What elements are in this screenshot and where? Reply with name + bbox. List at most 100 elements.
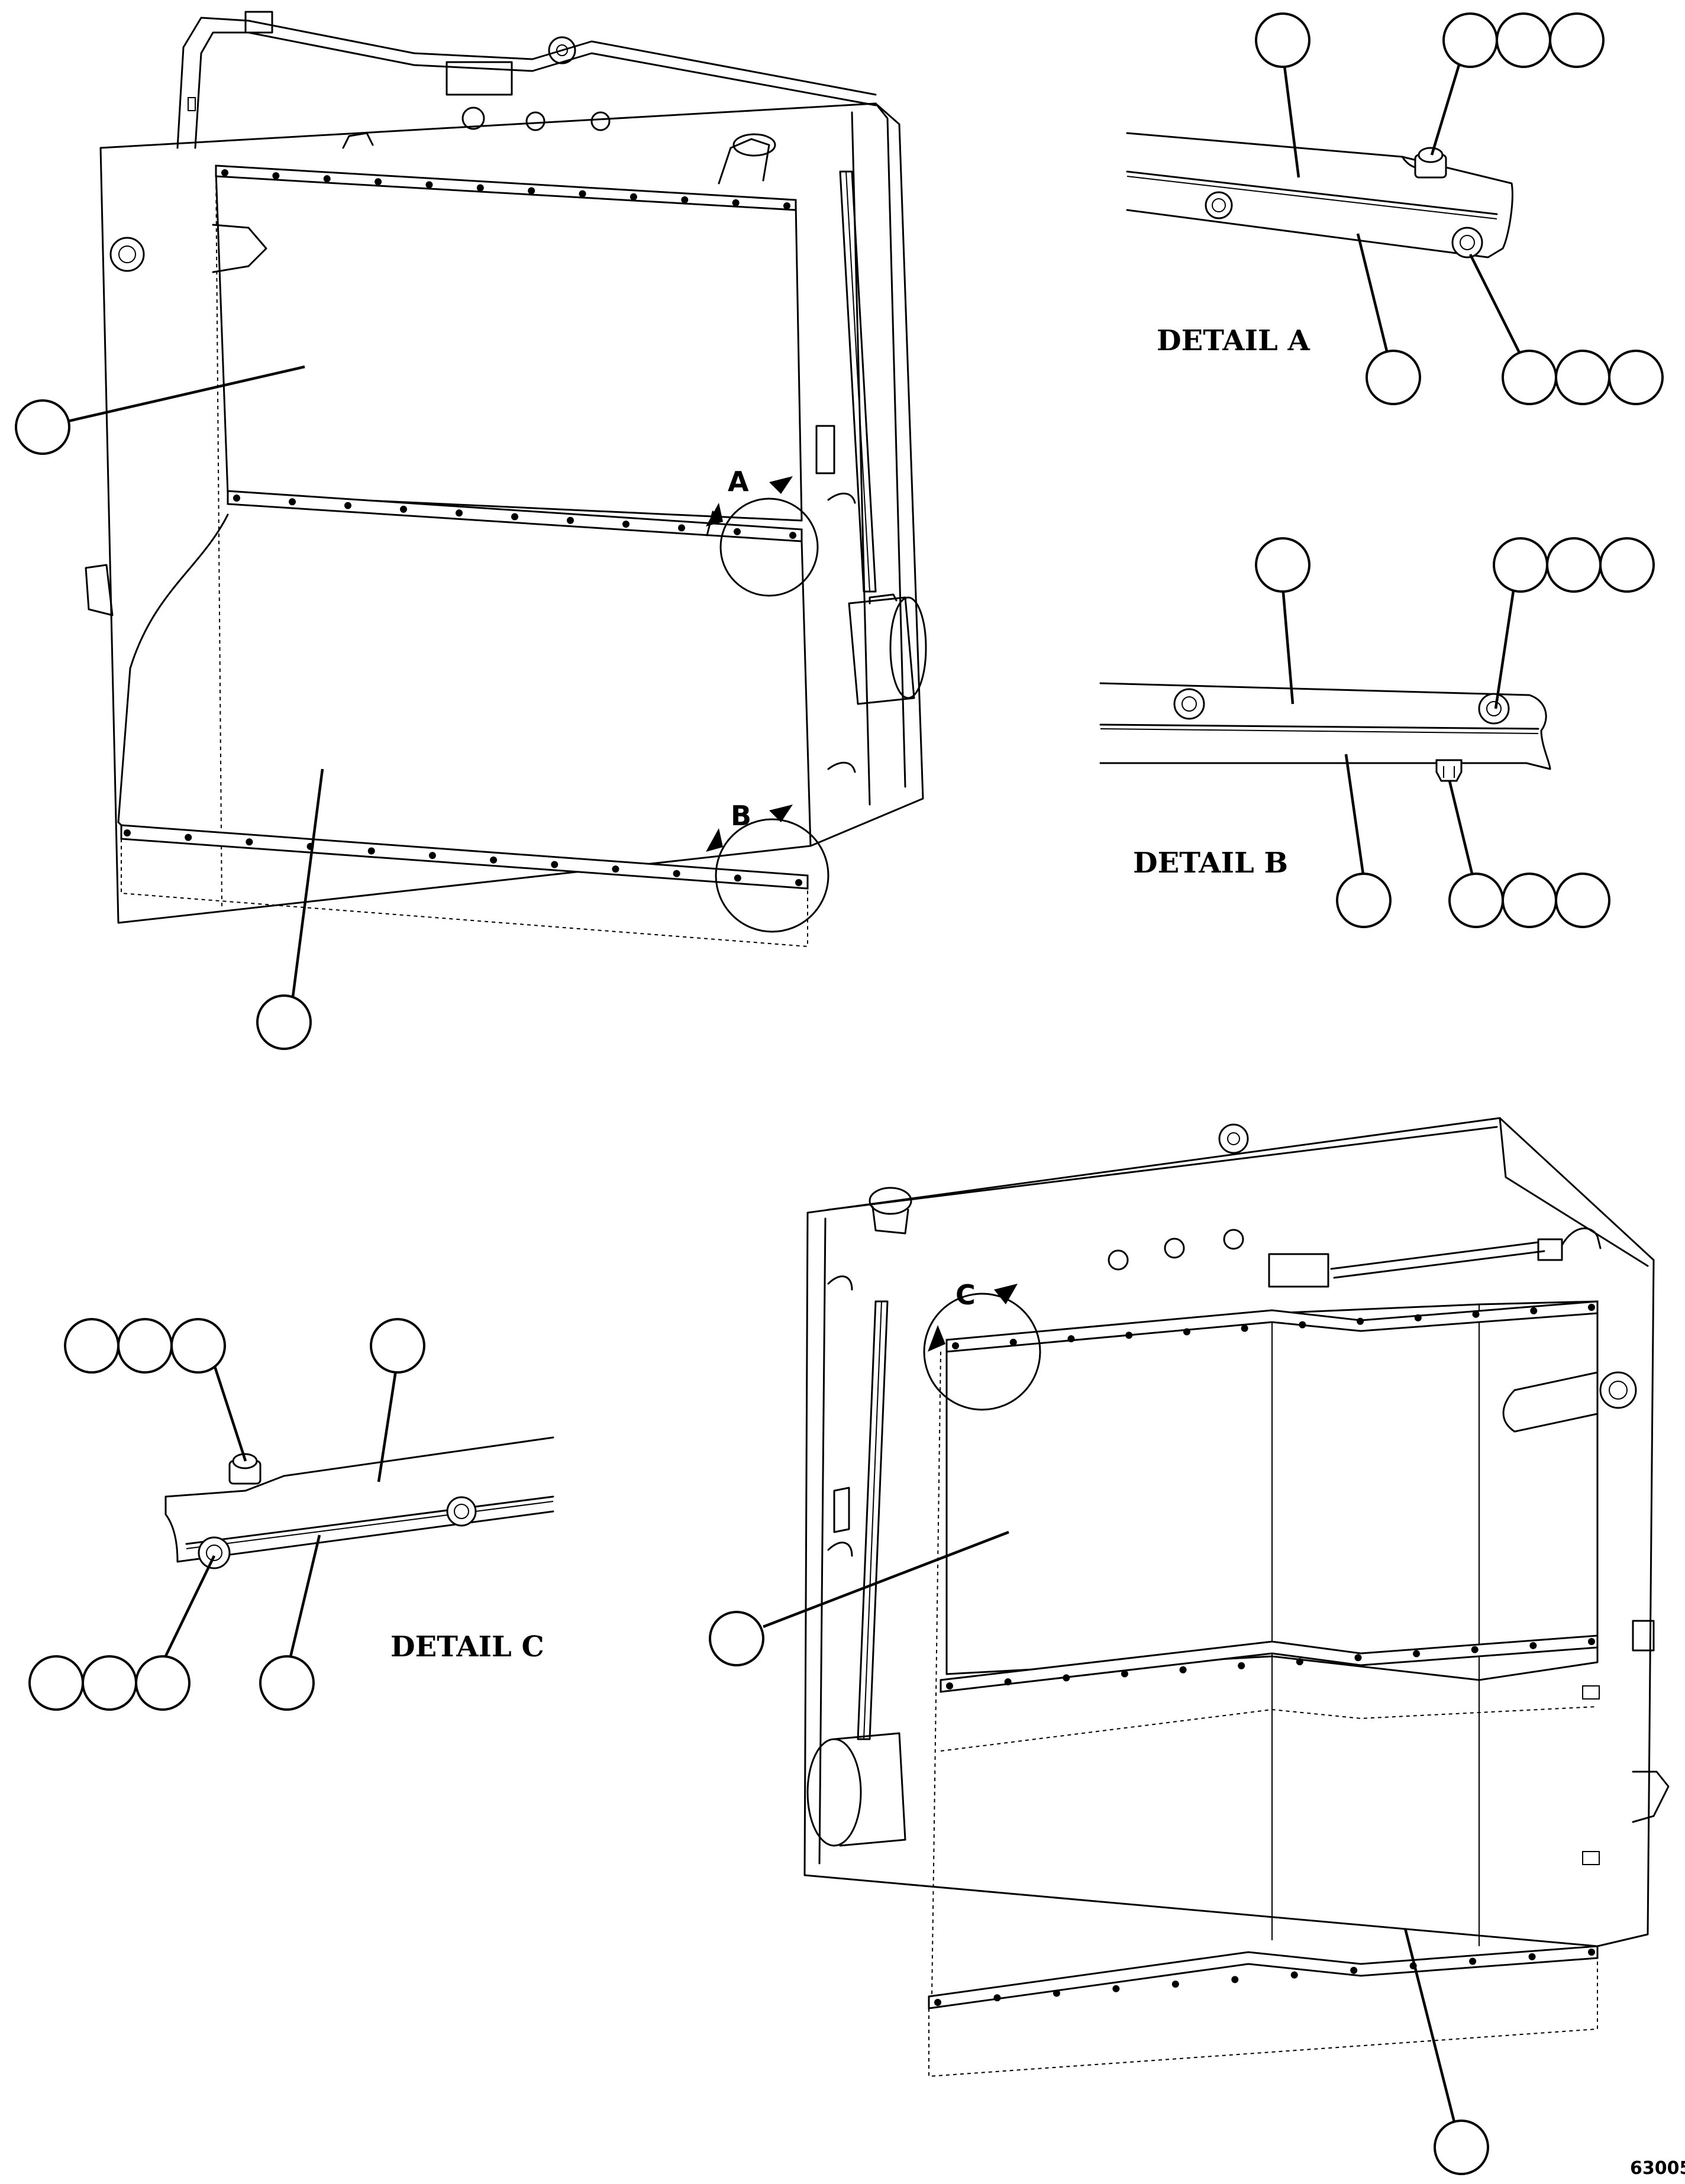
rivet xyxy=(934,1999,941,2006)
rivet xyxy=(1354,1654,1362,1662)
detail-a-balloon-rail-upper xyxy=(1255,12,1310,68)
rivet xyxy=(185,833,192,841)
drawing-number: 63005 xyxy=(1630,2158,1685,2179)
rivet xyxy=(323,175,331,183)
rivet xyxy=(400,505,407,513)
item-balloon-rear-upper-core xyxy=(709,1611,764,1666)
rivet xyxy=(789,532,796,539)
detail-a-balloon-bolt-1 xyxy=(1442,12,1498,68)
rivet xyxy=(124,829,131,836)
detail-a-balloon-rail-lower xyxy=(1366,350,1421,405)
detail-b-balloon-rail-upper xyxy=(1255,537,1310,593)
detail-c-balloon-nut-2 xyxy=(82,1655,137,1711)
rivet xyxy=(551,861,559,868)
rivet xyxy=(1469,1957,1477,1965)
rivet xyxy=(1471,1646,1479,1653)
detail-c: DETAIL C xyxy=(28,1318,554,1711)
rivet xyxy=(678,524,685,532)
detail-a: DETAIL A xyxy=(1126,12,1664,405)
rivet xyxy=(344,502,351,509)
rivet xyxy=(272,172,280,180)
rivet xyxy=(476,184,484,192)
radiator-assembly-rear: C xyxy=(709,1117,1670,2175)
item-balloon-lower-core xyxy=(256,994,312,1050)
rivet xyxy=(783,202,790,209)
detail-b-balloon-nut-2 xyxy=(1502,873,1557,928)
rivet xyxy=(1357,1317,1364,1325)
detail-b-balloon-bolt-2 xyxy=(1546,537,1602,593)
rivet xyxy=(511,513,518,521)
rivet xyxy=(1125,1332,1133,1339)
rivet xyxy=(1413,1650,1421,1658)
rivet xyxy=(456,509,463,517)
rivet xyxy=(579,190,586,198)
detail-b-balloon-rail-lower xyxy=(1336,873,1392,928)
detail-c-balloon-rail-upper xyxy=(370,1318,425,1374)
rivet xyxy=(673,870,680,877)
detail-a-balloon-bolt-3 xyxy=(1549,12,1605,68)
rivet xyxy=(528,187,535,195)
rivet xyxy=(1238,1662,1245,1669)
detail-a-balloon-bolt-2 xyxy=(1496,12,1551,68)
rivet xyxy=(1588,1638,1595,1645)
detail-c-balloon-bolt-1 xyxy=(64,1318,120,1374)
rivet xyxy=(952,1342,959,1349)
rivet xyxy=(233,495,240,502)
radiator-assembly-front: A B xyxy=(15,11,927,1050)
detail-b-marker: B xyxy=(731,800,751,832)
rivet xyxy=(375,178,382,186)
rivet xyxy=(1529,1642,1537,1649)
rivet xyxy=(1067,1335,1075,1343)
detail-c-callout-circle xyxy=(923,1293,1041,1411)
detail-c-marker: C xyxy=(956,1279,976,1311)
rivet xyxy=(1053,1989,1060,1997)
rivet xyxy=(1588,1949,1595,1956)
rivet xyxy=(490,856,498,864)
rivet xyxy=(1063,1674,1070,1682)
rivet xyxy=(1588,1304,1595,1311)
detail-a-balloon-nut-1 xyxy=(1502,350,1557,405)
rivet xyxy=(622,521,630,528)
detail-a-callout-circle xyxy=(719,497,819,597)
rivet xyxy=(946,1682,953,1689)
rivet xyxy=(734,528,741,535)
detail-b-caption: DETAIL B xyxy=(1133,847,1288,880)
rivet xyxy=(1183,1328,1190,1336)
rivet xyxy=(1179,1666,1187,1673)
item-balloon-rear-lower-core xyxy=(1434,2120,1489,2175)
rivet xyxy=(630,193,637,201)
detail-b-callout-circle xyxy=(715,818,829,933)
rivet xyxy=(425,181,433,189)
rivet xyxy=(567,516,574,524)
detail-b-balloon-bolt-3 xyxy=(1599,537,1655,593)
rivet xyxy=(1472,1310,1480,1318)
rivet xyxy=(1414,1314,1422,1322)
detail-a-caption: DETAIL A xyxy=(1157,324,1310,357)
rivet xyxy=(1112,1985,1120,1992)
rivet xyxy=(1231,1976,1239,1983)
detail-a-marker: A xyxy=(728,466,749,497)
detail-c-caption: DETAIL C xyxy=(390,1630,544,1663)
item-balloon-upper-core xyxy=(15,399,70,455)
rivet xyxy=(1530,1307,1538,1314)
detail-b-balloon-nut-1 xyxy=(1448,873,1504,928)
detail-c-balloon-bolt-3 xyxy=(170,1318,226,1374)
rivet xyxy=(1290,1971,1298,1979)
rivet xyxy=(734,874,741,882)
detail-a-balloon-nut-3 xyxy=(1608,350,1664,405)
rivet xyxy=(1296,1658,1303,1666)
rivet xyxy=(1121,1670,1128,1678)
rivet xyxy=(1004,1678,1012,1686)
detail-b: DETAIL B xyxy=(1099,537,1655,928)
rivet xyxy=(1241,1324,1248,1332)
detail-c-balloon-bolt-2 xyxy=(117,1318,173,1374)
rivet xyxy=(1171,1981,1179,1988)
rivet xyxy=(1528,1953,1536,1960)
detail-c-balloon-rail-lower xyxy=(259,1655,315,1711)
rivet xyxy=(612,865,619,873)
rivet xyxy=(221,169,228,176)
rivet xyxy=(681,196,689,203)
rivet xyxy=(289,498,296,506)
rivet xyxy=(1299,1321,1306,1329)
